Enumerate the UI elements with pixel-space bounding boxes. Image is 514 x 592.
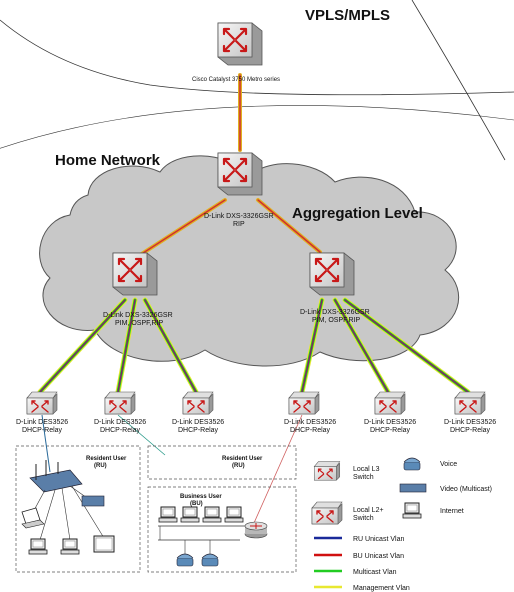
- resident-mid-label-2: (RU): [232, 463, 245, 469]
- access-switch-6-icon[interactable]: [454, 391, 486, 415]
- pc-icon[interactable]: [28, 538, 48, 555]
- access-links: [37, 297, 471, 395]
- resident-mid-label-1: Resident User: [222, 456, 263, 462]
- left-l3-switch-icon[interactable]: [111, 251, 159, 297]
- link-business: [249, 414, 303, 533]
- access-4-label-1: D-Link DES3526: [284, 419, 336, 426]
- pc-icon[interactable]: [224, 506, 244, 523]
- resident-user-box-left: [15, 445, 141, 573]
- pc-icon[interactable]: [202, 506, 222, 523]
- center-switch-label-2: RIP: [233, 221, 245, 228]
- vpls-mpls-label: VPLS/MPLS: [305, 7, 390, 24]
- link-mid-resident: [117, 414, 166, 456]
- legend-ru-unicast-label: RU Unicast Vlan: [353, 536, 404, 543]
- legend-video-icon: [399, 483, 427, 493]
- business-user-box: [147, 486, 297, 573]
- uplinks: [138, 73, 322, 257]
- pc-icon[interactable]: [158, 506, 178, 523]
- access-1-label-1: D-Link DES3526: [16, 419, 68, 426]
- right-switch-label-1: D-Link DXS-3326GSR: [300, 309, 370, 316]
- legend-l3-label-1: Local L3: [353, 466, 380, 473]
- laptop-icon[interactable]: [21, 507, 45, 529]
- access-switch-labels: D-Link DES3526 DHCP-Relay D-Link DES3526…: [16, 419, 496, 434]
- ip-phone-icon[interactable]: [176, 553, 194, 567]
- resident-left-devices: [21, 414, 115, 555]
- legend-l3-label-2: Switch: [353, 474, 374, 481]
- legend: Local L3 Switch Local L2+ Switch Voice V…: [311, 457, 492, 592]
- core-switch-label: Cisco Catalyst 3750 Metro series: [192, 77, 280, 83]
- pc-icon[interactable]: [180, 506, 200, 523]
- access-5-label-2: DHCP-Relay: [370, 427, 411, 434]
- router-icon[interactable]: [244, 521, 268, 539]
- legend-l3-switch-icon: [313, 460, 341, 481]
- access-switch-3-icon[interactable]: [182, 391, 214, 415]
- access-switch-4-icon[interactable]: [288, 391, 320, 415]
- business-label-2: (BU): [190, 501, 203, 507]
- right-switch-label-2: PIM, OSPF,RIP: [312, 317, 361, 324]
- center-l3-switch-icon[interactable]: [216, 151, 264, 197]
- stb-icon[interactable]: [81, 495, 105, 507]
- resident-left-label-1: Resident User: [86, 456, 127, 462]
- core-l3-switch-icon[interactable]: [216, 21, 264, 67]
- resident-user-box-mid: [147, 445, 297, 480]
- access-switch-2-icon[interactable]: [104, 391, 136, 415]
- access-4-label-2: DHCP-Relay: [290, 427, 331, 434]
- access-6-label-1: D-Link DES3526: [444, 419, 496, 426]
- legend-video-label: Video (Multicast): [440, 486, 492, 493]
- home-network-label: Home Network: [55, 152, 161, 169]
- pc-icon[interactable]: [60, 538, 80, 555]
- legend-l2-switch-icon: [311, 501, 343, 525]
- legend-voice-label: Voice: [440, 461, 457, 468]
- access-3-label-2: DHCP-Relay: [178, 427, 219, 434]
- business-devices: [158, 506, 268, 567]
- right-l3-switch-icon[interactable]: [308, 251, 356, 297]
- legend-internet-label: Internet: [440, 508, 464, 515]
- access-2-label-1: D-Link DES3526: [94, 419, 146, 426]
- access-2-label-2: DHCP-Relay: [100, 427, 141, 434]
- access-6-label-2: DHCP-Relay: [450, 427, 491, 434]
- business-label-1: Business User: [180, 494, 222, 500]
- left-switch-label-1: D-Link DXS-3326GSR: [103, 312, 173, 319]
- legend-l2-label-2: Switch: [353, 515, 374, 522]
- left-switch-label-2: PIM, OSPF,RIP: [115, 320, 164, 327]
- home-gateway-icon[interactable]: [29, 469, 83, 493]
- legend-internet-icon: [402, 502, 422, 519]
- legend-voice-icon: [403, 457, 421, 471]
- ip-phone-icon[interactable]: [201, 553, 219, 567]
- access-5-label-1: D-Link DES3526: [364, 419, 416, 426]
- access-1-label-2: DHCP-Relay: [22, 427, 63, 434]
- legend-management-label: Management Vlan: [353, 585, 410, 592]
- access-switch-1-icon[interactable]: [26, 391, 58, 415]
- access-switches: [26, 391, 486, 415]
- aggregation-level-label: Aggregation Level: [292, 205, 423, 222]
- legend-bu-unicast-label: BU Unicast Vlan: [353, 553, 404, 560]
- tv-icon[interactable]: [93, 535, 115, 553]
- legend-multicast-label: Multicast Vlan: [353, 569, 397, 576]
- center-switch-label-1: D-Link DXS-3326GSR: [204, 213, 274, 220]
- access-3-label-1: D-Link DES3526: [172, 419, 224, 426]
- access-switch-5-icon[interactable]: [374, 391, 406, 415]
- resident-left-label-2: (RU): [94, 463, 107, 469]
- legend-l2-label-1: Local L2+: [353, 507, 384, 514]
